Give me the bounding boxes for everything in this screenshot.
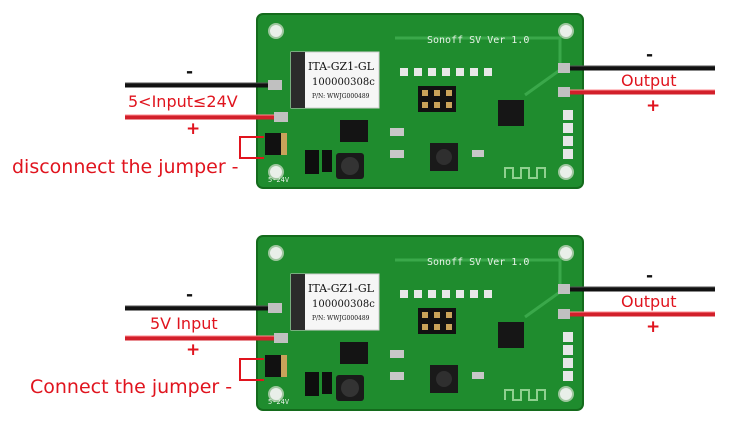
board-title: Sonoff SV Ver 1.0 bbox=[427, 257, 530, 268]
input-voltage-label: 5<Input≤24V bbox=[128, 92, 238, 111]
jumper bbox=[265, 133, 281, 155]
module-line-3: P/N: WWJG000489 bbox=[312, 93, 370, 100]
module-line-2: 100000308c bbox=[312, 77, 375, 88]
output-plus-label: + bbox=[646, 96, 661, 116]
jumper-bracket bbox=[239, 358, 264, 381]
bottom-board-panel: Sonoff SV Ver 1.0 ITA-GZ1-GL 100000308c … bbox=[0, 214, 750, 428]
regulator-chip bbox=[340, 120, 368, 142]
mounting-hole bbox=[268, 164, 284, 180]
input-minus-label: - bbox=[186, 62, 194, 82]
input-voltage-label: 5V Input bbox=[150, 314, 218, 333]
jumper bbox=[265, 355, 281, 377]
mounting-hole bbox=[558, 23, 574, 39]
led-row bbox=[400, 68, 492, 76]
module-line-3: P/N: WWJG000489 bbox=[312, 315, 370, 322]
input-minus-label: - bbox=[186, 285, 194, 305]
board-title: Sonoff SV Ver 1.0 bbox=[427, 35, 530, 46]
module-line-1: ITA-GZ1-GL bbox=[308, 282, 374, 295]
mounting-hole bbox=[558, 386, 574, 402]
voltage-silk: 5-24V bbox=[268, 176, 290, 184]
side-pins bbox=[563, 110, 573, 159]
side-pins bbox=[563, 332, 573, 381]
jumper-bracket bbox=[239, 136, 264, 159]
output-label: Output bbox=[621, 292, 677, 311]
voltage-silk: 5-24V bbox=[268, 398, 290, 406]
top-board-panel: Sonoff SV Ver 1.0 ITA-GZ1-GL 100000308c … bbox=[0, 0, 750, 214]
mounting-hole bbox=[268, 245, 284, 261]
regulator-chip bbox=[340, 342, 368, 364]
output-minus-label: - bbox=[646, 266, 654, 286]
antenna-trace bbox=[504, 167, 546, 179]
top-board-illustration bbox=[125, 13, 715, 189]
mcu-chip bbox=[498, 322, 524, 348]
module-line-2: 100000308c bbox=[312, 299, 375, 310]
mcu-chip bbox=[498, 100, 524, 126]
output-label: Output bbox=[621, 71, 677, 90]
input-plus-label: + bbox=[186, 119, 201, 139]
bottom-board-illustration bbox=[125, 235, 715, 411]
output-plus-label: + bbox=[646, 317, 661, 337]
wifi-module bbox=[290, 273, 380, 331]
antenna-trace bbox=[504, 389, 546, 401]
mounting-hole bbox=[268, 386, 284, 402]
module-line-1: ITA-GZ1-GL bbox=[308, 60, 374, 73]
mounting-hole bbox=[558, 164, 574, 180]
jumper-note: disconnect the jumper - bbox=[12, 156, 239, 178]
jumper-note: Connect the jumper - bbox=[30, 376, 233, 398]
pin-header bbox=[418, 308, 456, 334]
pin-header bbox=[418, 86, 456, 112]
mounting-hole bbox=[268, 23, 284, 39]
mounting-hole bbox=[558, 245, 574, 261]
wifi-module bbox=[290, 51, 380, 109]
output-minus-label: - bbox=[646, 45, 654, 65]
input-plus-label: + bbox=[186, 340, 201, 360]
led-row bbox=[400, 290, 492, 298]
